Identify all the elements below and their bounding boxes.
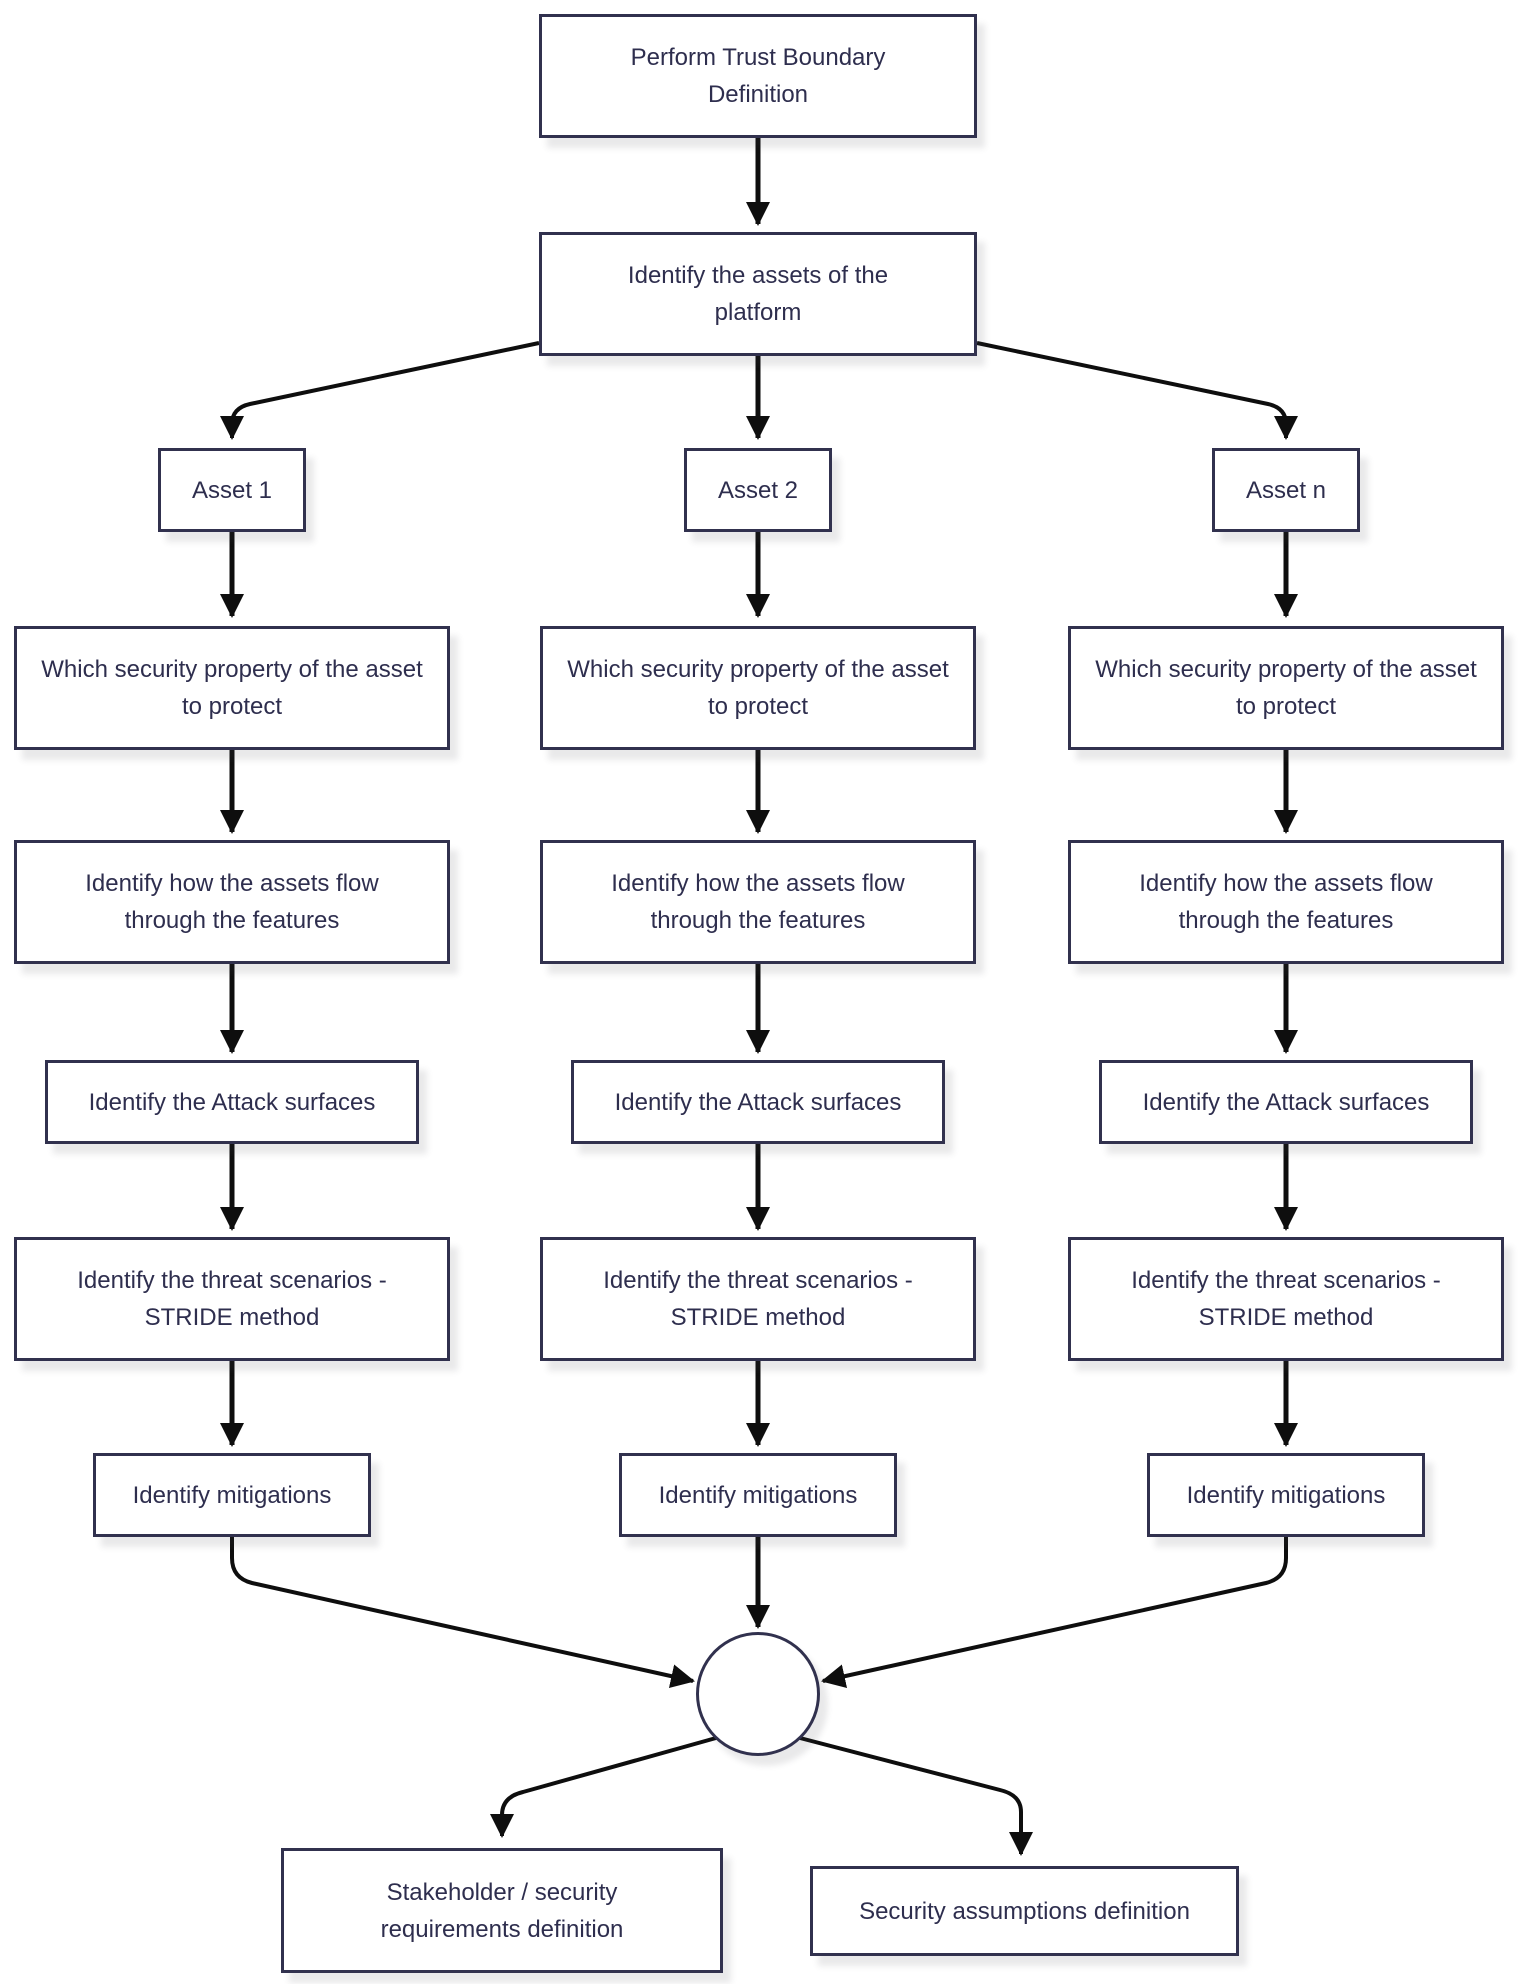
node-asset-flow-col1-label: Identify how the assets flow through the… — [85, 870, 379, 934]
node-stakeholder-requirements-label: Stakeholder / security requirements defi… — [380, 1878, 624, 1943]
node-threat-scenarios-col2-label: Identify the threat scenarios - STRIDE m… — [603, 1267, 913, 1331]
node-asset-flow-col3: Identify how the assets flow through the… — [1068, 840, 1504, 964]
node-mitigations-col2-label: Identify mitigations — [658, 1481, 858, 1509]
node-asset-flow-col1: Identify how the assets flow through the… — [14, 840, 450, 964]
node-asset-n: Asset n — [1212, 448, 1360, 532]
node-mitigations-col3-label: Identify mitigations — [1186, 1481, 1386, 1509]
edge-merge-to-assumptions — [799, 1736, 1033, 1856]
edge-mitigationsn-to-merge — [821, 1537, 1288, 1688]
node-mitigations-col1: Identify mitigations — [93, 1453, 371, 1537]
node-attack-surfaces-col1-label: Identify the Attack surfaces — [88, 1088, 376, 1116]
node-asset-flow-col3-label: Identify how the assets flow through the… — [1139, 870, 1433, 934]
node-asset-flow-col2: Identify how the assets flow through the… — [540, 840, 976, 964]
node-mitigations-col3: Identify mitigations — [1147, 1453, 1425, 1537]
node-security-property-col3: Which security property of the asset to … — [1068, 626, 1504, 750]
node-trust-boundary: Perform Trust Boundary Definition — [539, 14, 977, 138]
edge-merge-to-stakeholder — [490, 1736, 717, 1838]
node-asset-flow-col2-label: Identify how the assets flow through the… — [611, 870, 905, 934]
node-threat-scenarios-col2: Identify the threat scenarios - STRIDE m… — [540, 1237, 976, 1361]
node-security-assumptions-label: Security assumptions definition — [859, 1897, 1190, 1925]
node-security-property-col3-label: Which security property of the asset to … — [1095, 656, 1477, 720]
node-attack-surfaces-col1: Identify the Attack surfaces — [45, 1060, 419, 1144]
node-attack-surfaces-col3-label: Identify the Attack surfaces — [1142, 1088, 1430, 1116]
node-security-property-col2-label: Which security property of the asset to … — [567, 656, 949, 720]
node-asset-2-label: Asset 2 — [717, 476, 799, 504]
node-identify-assets-label: Identify the assets of the platform — [627, 262, 889, 326]
node-trust-boundary-label: Perform Trust Boundary Definition — [630, 44, 886, 108]
node-asset-2: Asset 2 — [684, 448, 832, 532]
edge-identify-assets-to-assetn — [976, 341, 1298, 440]
node-attack-surfaces-col2: Identify the Attack surfaces — [571, 1060, 945, 1144]
edge-identify-assets-to-asset1 — [220, 341, 540, 440]
node-security-property-col1-label: Which security property of the asset to … — [41, 656, 423, 720]
node-stakeholder-requirements: Stakeholder / security requirements defi… — [281, 1848, 723, 1973]
node-identify-assets: Identify the assets of the platform — [539, 232, 977, 356]
node-threat-scenarios-col3: Identify the threat scenarios - STRIDE m… — [1068, 1237, 1504, 1361]
node-attack-surfaces-col3: Identify the Attack surfaces — [1099, 1060, 1473, 1144]
node-threat-scenarios-col3-label: Identify the threat scenarios - STRIDE m… — [1131, 1267, 1441, 1331]
node-attack-surfaces-col2-label: Identify the Attack surfaces — [614, 1088, 902, 1116]
edge-mitigations1-to-merge — [230, 1537, 695, 1688]
node-threat-scenarios-col1: Identify the threat scenarios - STRIDE m… — [14, 1237, 450, 1361]
node-asset-n-label: Asset n — [1245, 476, 1327, 504]
node-mitigations-col1-label: Identify mitigations — [132, 1481, 332, 1509]
node-mitigations-col2: Identify mitigations — [619, 1453, 897, 1537]
merge-node-circle — [696, 1632, 820, 1756]
node-asset-1-label: Asset 1 — [191, 476, 273, 504]
node-security-property-col1: Which security property of the asset to … — [14, 626, 450, 750]
node-security-property-col2: Which security property of the asset to … — [540, 626, 976, 750]
node-security-assumptions: Security assumptions definition — [810, 1866, 1239, 1956]
node-asset-1: Asset 1 — [158, 448, 306, 532]
node-threat-scenarios-col1-label: Identify the threat scenarios - STRIDE m… — [77, 1267, 387, 1331]
